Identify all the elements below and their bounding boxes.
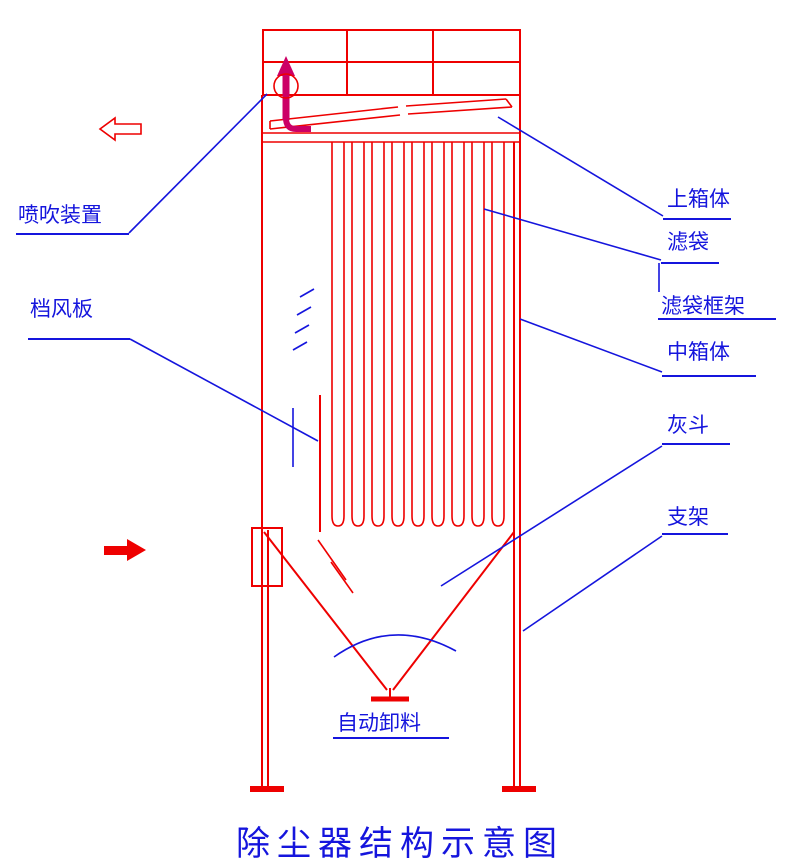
inlet-port bbox=[251, 527, 283, 587]
label-middle-box: 中箱体 bbox=[667, 340, 730, 364]
hopper-arc bbox=[333, 634, 457, 658]
support-legs bbox=[250, 95, 536, 792]
hopper bbox=[263, 531, 515, 691]
outlet-arrow-icon bbox=[98, 116, 142, 142]
label-baffle: 档风板 bbox=[30, 297, 93, 321]
diagram-title: 除尘器结构示意图 bbox=[236, 824, 564, 864]
nozzle-circle bbox=[273, 73, 299, 99]
inlet-arrow-icon bbox=[104, 539, 146, 561]
label-support: 支架 bbox=[667, 505, 709, 529]
label-filter-bag: 滤袋 bbox=[667, 230, 709, 254]
filter-bags bbox=[331, 142, 505, 527]
label-upper-box: 上箱体 bbox=[667, 187, 730, 211]
pulse-pipe bbox=[273, 56, 311, 132]
airflow-marks bbox=[292, 288, 315, 467]
label-blow-device: 喷吹装置 bbox=[18, 203, 102, 227]
blowpipe-plates bbox=[269, 98, 513, 130]
label-ash-hopper: 灰斗 bbox=[667, 413, 709, 437]
discharge-flange bbox=[371, 688, 409, 702]
label-auto-discharge: 自动卸料 bbox=[337, 711, 421, 735]
leader-lines bbox=[16, 93, 776, 739]
tube-sheet bbox=[262, 132, 520, 143]
label-bag-cage: 滤袋框架 bbox=[661, 294, 745, 318]
baffle-plate bbox=[317, 395, 354, 594]
upper-box bbox=[262, 29, 521, 96]
